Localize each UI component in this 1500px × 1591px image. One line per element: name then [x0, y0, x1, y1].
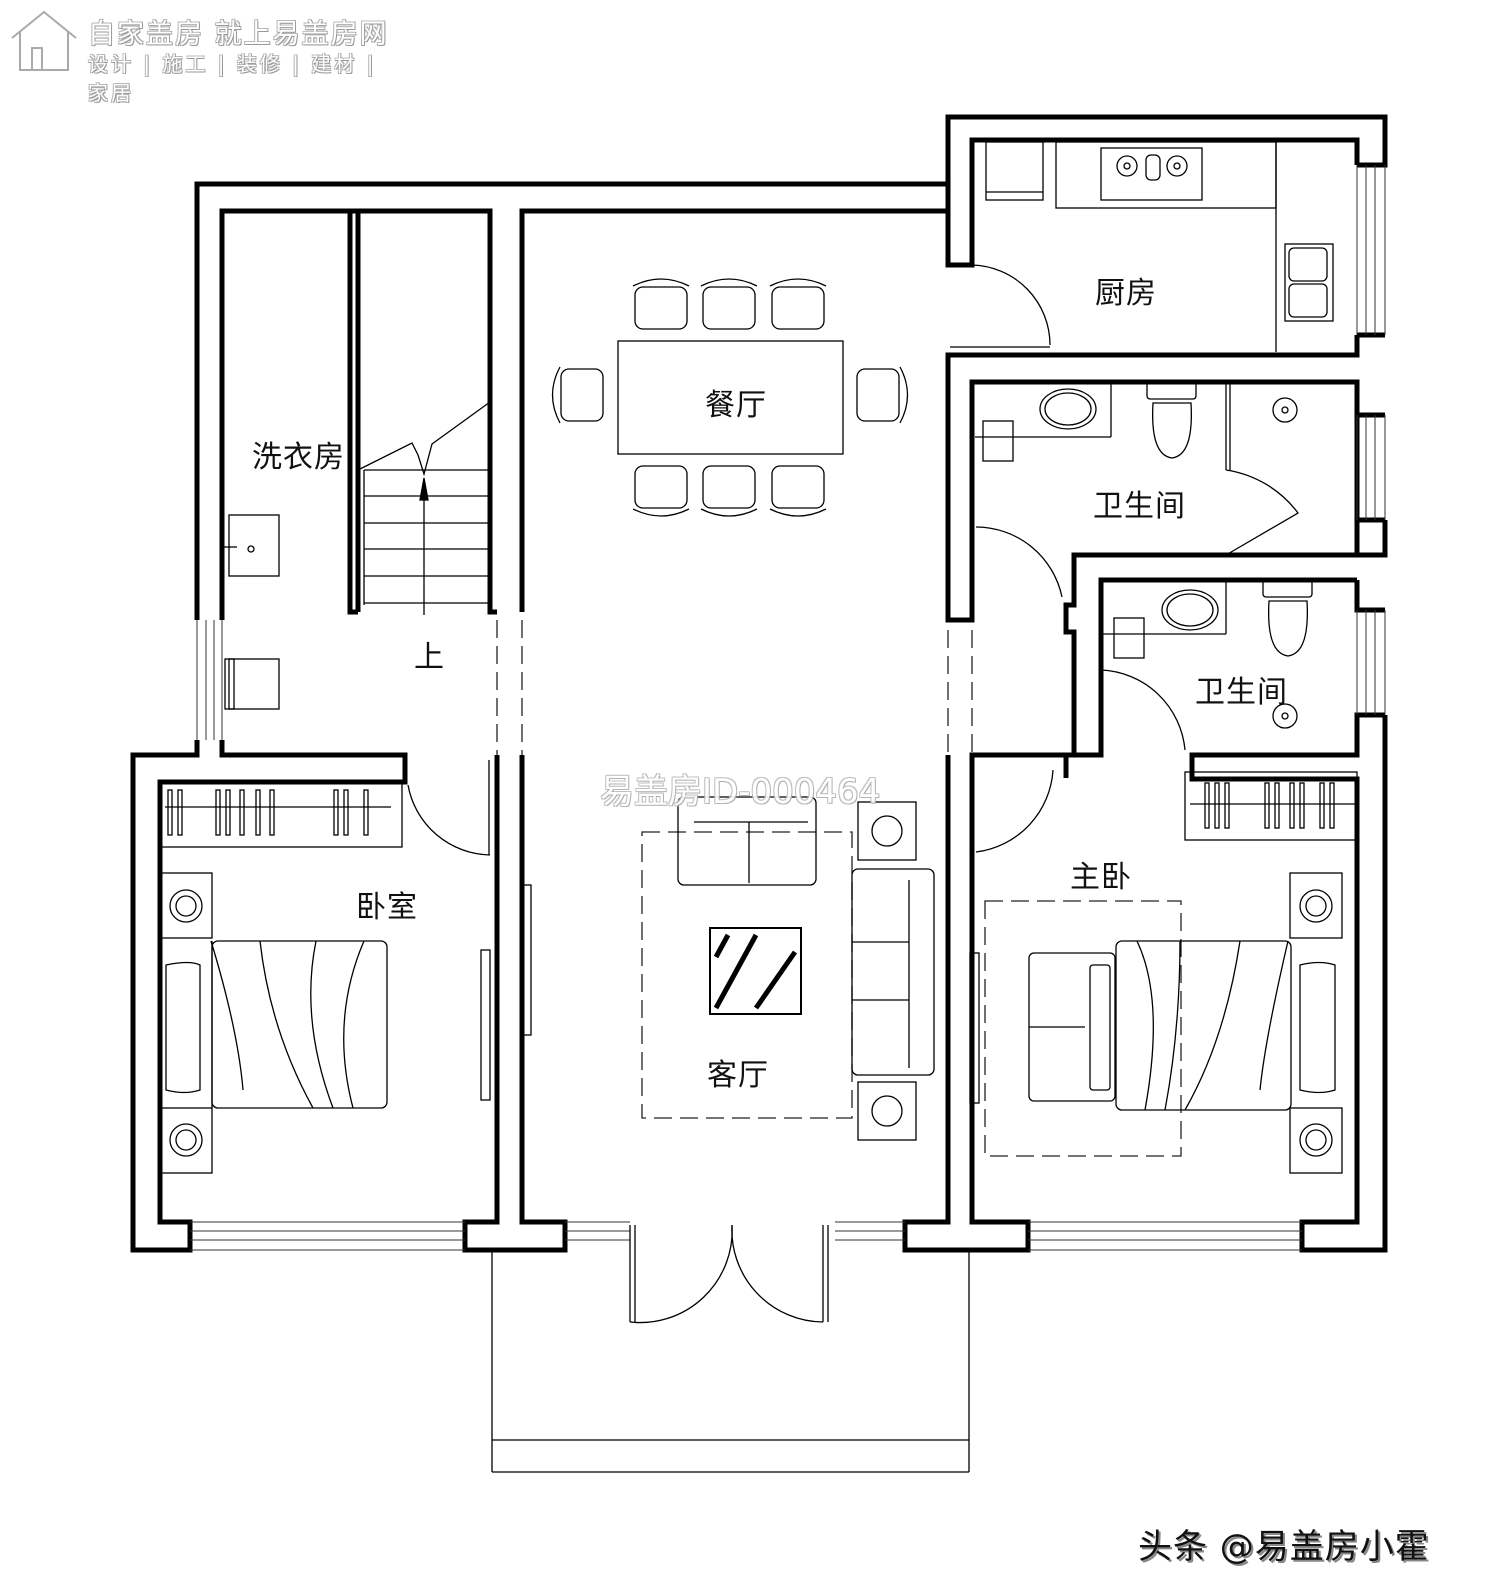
author-credit: 头条 @易盖房小霍 — [1138, 1527, 1430, 1567]
room-label-kitchen: 厨房 — [1095, 276, 1157, 311]
room-label-laundry: 洗衣房 — [252, 440, 345, 475]
logo-title: 自家盖房 就上易盖房网 — [88, 19, 389, 50]
stairs-up-label: 上 — [414, 640, 445, 675]
logo-tagline: 设计 | 施工 | 装修 | 建材 | 家居 — [88, 52, 377, 105]
room-label-bathroom-1: 卫生间 — [1093, 489, 1186, 524]
dining-table — [551, 278, 909, 517]
stairs — [357, 401, 491, 615]
watermark-text: 易盖房ID-000464 — [600, 772, 881, 812]
site-logo: 自家盖房 就上易盖房网 设计 | 施工 | 装修 | 建材 | 家居 — [8, 8, 408, 105]
room-label-dining: 餐厅 — [705, 388, 767, 423]
master-bedroom-furniture — [969, 771, 1358, 1174]
bedroom-furniture — [159, 781, 532, 1174]
room-label-bathroom-2: 卫生间 — [1195, 675, 1288, 710]
house-icon — [11, 10, 77, 71]
kitchen-fixtures — [985, 141, 1334, 352]
porch — [491, 1250, 970, 1473]
room-label-master-bedroom: 主卧 — [1070, 860, 1132, 895]
room-label-bedroom: 卧室 — [356, 890, 418, 925]
bathroom-fixtures — [975, 381, 1313, 729]
doors — [407, 264, 1299, 1324]
windows — [190, 165, 1386, 1251]
room-label-living: 客厅 — [707, 1058, 769, 1093]
open-passages — [496, 620, 973, 755]
laundry-sink — [224, 514, 280, 710]
living-furniture — [641, 796, 935, 1141]
